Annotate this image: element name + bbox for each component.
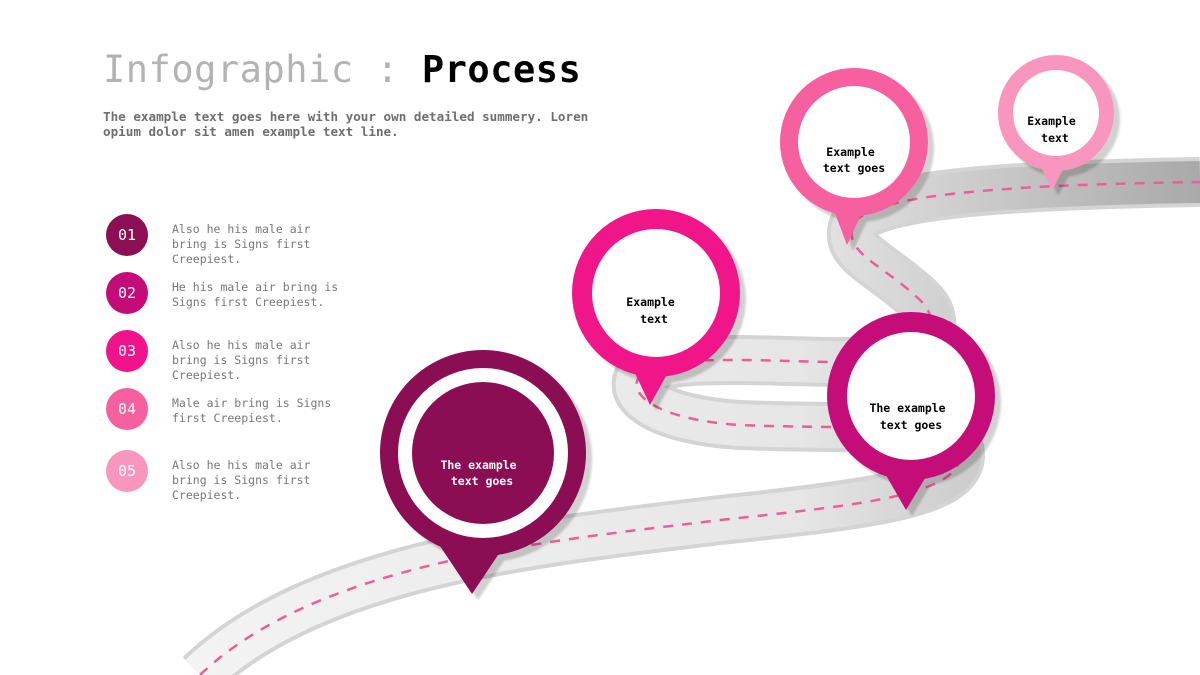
pin-4-label: Example text goes — [823, 145, 885, 175]
step-description: Also he his male air bring is Signs firs… — [172, 458, 311, 503]
pin-5 — [998, 55, 1114, 190]
pin-5-label: Example text — [1027, 114, 1082, 145]
step-02: 02 He his male air bring is Signs first … — [106, 272, 346, 318]
step-description: He his male air bring is Signs first Cre… — [172, 280, 339, 310]
title-light-part: Infographic : — [103, 48, 400, 91]
pin-1-line2: text goes — [451, 474, 513, 488]
pin-3-label: The example text goes — [869, 401, 952, 432]
summary-text: The example text goes here with your own… — [103, 109, 589, 139]
pin-4 — [780, 68, 928, 245]
pin-2-line1: Example — [626, 295, 675, 309]
step-number-badge: 04 — [106, 388, 148, 430]
road-dashed-line — [199, 180, 1200, 675]
step-03: 03 Also he his male air bring is Signs f… — [106, 330, 346, 382]
pin-4-line1: Example — [826, 145, 875, 159]
pin-5-line2: text — [1041, 131, 1069, 145]
step-01: 01 Also he his male air bring is Signs f… — [106, 214, 346, 266]
step-description: Also he his male air bring is Signs firs… — [172, 338, 311, 383]
step-number-badge: 05 — [106, 450, 148, 492]
pin-3 — [827, 312, 995, 510]
pin-1-label: The example text goes — [440, 458, 523, 488]
pin-1 — [380, 350, 586, 594]
pin-1-line1: The example — [440, 458, 516, 472]
pin-2-label: Example text — [626, 295, 681, 326]
pin-4-line2: text goes — [823, 161, 885, 175]
step-number-badge: 03 — [106, 330, 148, 372]
step-05: 05 Also he his male air bring is Signs f… — [106, 450, 346, 502]
step-04: 04 Male air bring is Signs first Creepie… — [106, 388, 346, 434]
title-bold-part: Process — [421, 48, 582, 91]
pin-3-line2: text goes — [880, 418, 942, 432]
pin-2 — [572, 209, 740, 405]
pin-5-line1: Example — [1027, 114, 1076, 128]
step-number-badge: 01 — [106, 214, 148, 256]
pin-2-line2: text — [640, 312, 668, 326]
step-number-badge: 02 — [106, 272, 148, 314]
page-title: Infographic : Process — [103, 48, 581, 92]
step-description: Also he his male air bring is Signs firs… — [172, 222, 311, 267]
pin-3-line1: The example — [869, 401, 945, 415]
step-description: Male air bring is Signs first Creepiest. — [172, 396, 332, 426]
